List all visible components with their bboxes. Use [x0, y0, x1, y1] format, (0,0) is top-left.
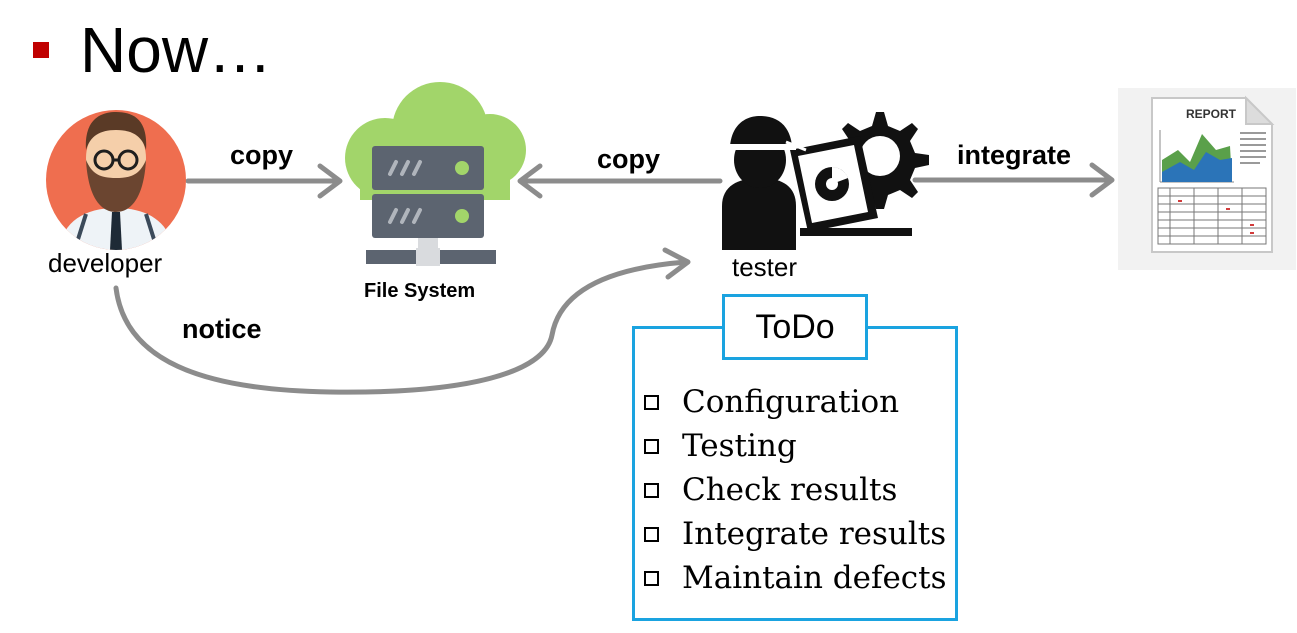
todo-item: Testing — [644, 424, 947, 468]
report-document-icon: REPORT — [1118, 88, 1296, 270]
todo-list: Configuration Testing Check results Inte… — [644, 380, 947, 600]
checkbox-icon[interactable] — [644, 482, 659, 498]
edge-label-dev-to-fs: copy — [230, 140, 294, 170]
todo-item-label: Check results — [682, 472, 898, 508]
file-system-server-icon — [345, 82, 526, 266]
todo-item-label: Integrate results — [682, 516, 947, 552]
checkbox-icon[interactable] — [644, 438, 659, 454]
tester-icon — [722, 112, 929, 250]
edge-tester-to-fs — [517, 163, 723, 199]
todo-item: Check results — [644, 468, 947, 512]
file-system-label: File System — [364, 280, 476, 302]
tester-label: tester — [732, 252, 798, 282]
checkbox-icon[interactable] — [644, 570, 659, 586]
slide-title: Now… — [80, 14, 273, 86]
edge-dev-to-tester — [113, 247, 691, 395]
edge-label-tester-to-report: integrate — [957, 140, 1072, 170]
edge-dev-to-fs — [185, 163, 343, 199]
report-heading: REPORT — [1186, 107, 1237, 121]
todo-item-label: Configuration — [682, 384, 900, 420]
checkbox-icon[interactable] — [644, 526, 659, 542]
todo-item: Configuration — [644, 380, 947, 424]
edge-label-dev-to-tester: notice — [182, 314, 262, 344]
checkbox-icon[interactable] — [644, 394, 659, 410]
title-bullet — [33, 42, 49, 58]
todo-item: Integrate results — [644, 512, 947, 556]
todo-item: Maintain defects — [644, 556, 947, 600]
developer-avatar-icon — [46, 110, 186, 250]
todo-title: ToDo — [722, 294, 868, 360]
edge-tester-to-report — [912, 162, 1115, 198]
todo-item-label: Maintain defects — [682, 560, 947, 596]
edge-label-tester-to-fs: copy — [597, 144, 661, 174]
todo-item-label: Testing — [682, 428, 797, 464]
developer-label: developer — [48, 248, 163, 278]
